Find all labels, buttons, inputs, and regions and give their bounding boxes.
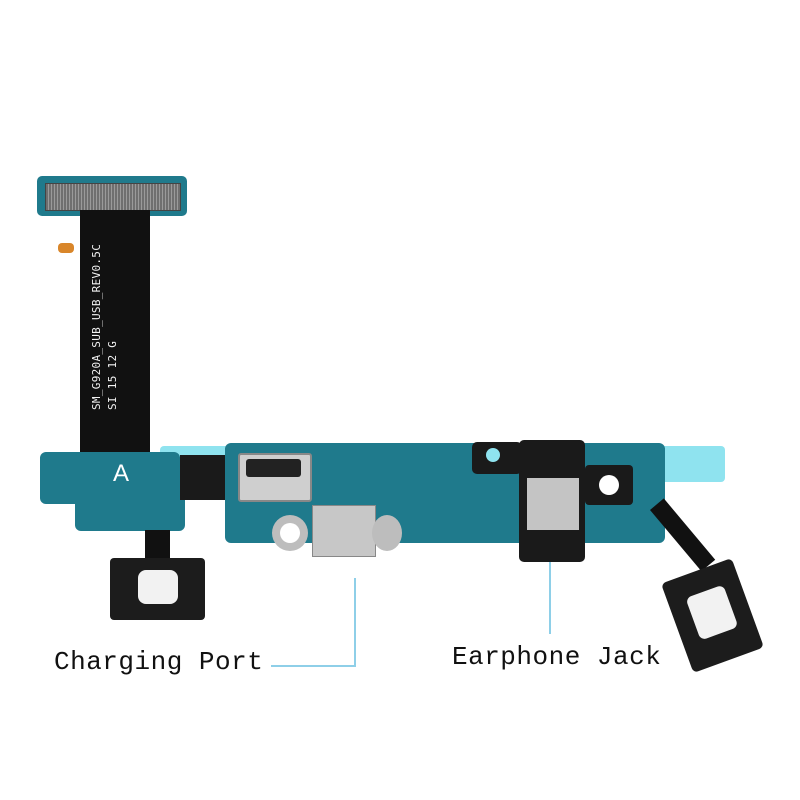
charging-port-callout-horizontal (271, 665, 356, 667)
jack-right-mount (585, 465, 633, 505)
flex-bridge (180, 455, 225, 500)
charging-port-label: Charging Port (54, 647, 264, 677)
shield-can (238, 453, 312, 502)
connector-pins (45, 183, 181, 211)
orange-tab (58, 243, 74, 253)
port-bracket-right (372, 515, 402, 551)
usb-port-body (312, 505, 376, 557)
earphone-jack-callout (549, 562, 551, 634)
port-bracket-left (272, 515, 308, 551)
flex-cable (80, 210, 150, 460)
board-connector (37, 176, 187, 216)
board-marking: A (113, 460, 130, 487)
earphone-jack-label: Earphone Jack (452, 642, 662, 672)
mic-flex-left (145, 530, 170, 560)
flex-cable-date-text: SI 15 12 G (106, 340, 119, 410)
earphone-jack (519, 440, 585, 562)
flex-cable-model-text: SM_G920A_SUB_USB_REV0.5C (90, 243, 103, 410)
mic-bracket-left (110, 558, 205, 620)
jack-side-mount (472, 442, 522, 474)
charging-port (272, 505, 402, 557)
jack-metal (527, 478, 579, 530)
charging-port-callout-vertical (354, 578, 356, 666)
pcb-left-lower (75, 495, 185, 531)
mic-bracket-right (661, 558, 764, 673)
